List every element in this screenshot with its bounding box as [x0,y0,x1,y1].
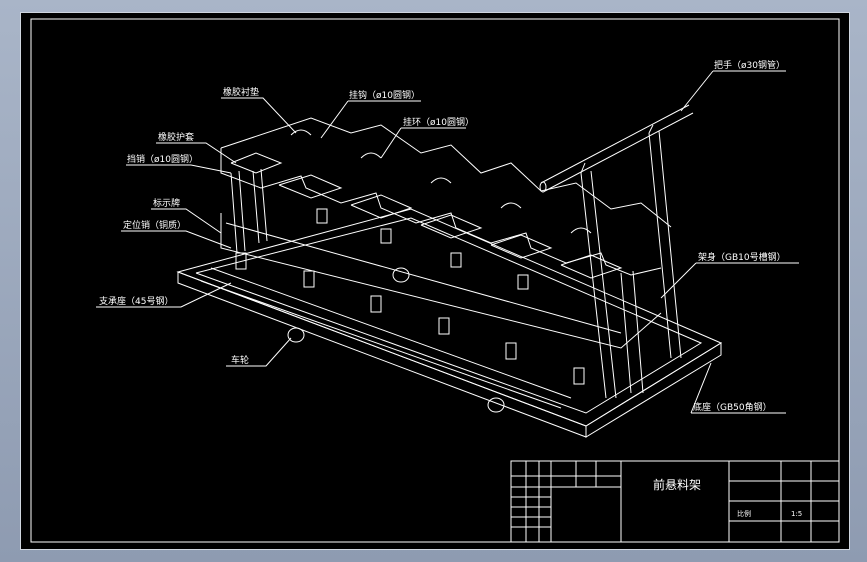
label-support-seat: 支承座（45号钢） [99,295,173,307]
label-stop-pin: 挡销（ø10圆钢） [127,153,198,165]
wheels [287,267,505,413]
title-block [510,460,840,543]
base-platform [176,208,723,438]
label-frame-body: 架身（GB10号槽钢） [698,251,786,263]
handle-bar [539,104,694,193]
label-rubber-pad: 橡胶衬垫 [223,86,259,98]
label-sign-board: 标示牌 [153,197,180,209]
leader-lines [96,70,799,414]
cad-drawing-viewport[interactable]: 橡胶衬垫 挂钩（ø10圆钢） 挂环（ø10圆钢） 橡胶护套 挡销（ø10圆钢） … [20,12,850,550]
vertical-posts [230,130,682,399]
upper-rack [220,117,672,349]
label-wheel: 车轮 [231,354,249,366]
label-rubber-sleeve: 橡胶护套 [158,131,194,143]
label-locating-pin: 定位销（铜质） [123,219,186,231]
label-ring: 挂环（ø10圆钢） [403,116,474,128]
cad-drawing-canvas: 橡胶衬垫 挂钩（ø10圆钢） 挂环（ø10圆钢） 橡胶护套 挡销（ø10圆钢） … [30,18,840,543]
title-block-scale-value: 1:5 [791,510,802,518]
drawing-border [30,18,840,543]
label-base: 底座（GB50角钢） [693,401,772,413]
locating-pins [235,208,585,385]
drawing-title: 前悬料架 [653,477,701,492]
title-block-scale-label: 比例 [737,509,751,518]
hooks [290,129,592,234]
label-handle: 把手（ø30钢管） [714,59,785,71]
label-hook: 挂钩（ø10圆钢） [349,89,420,101]
